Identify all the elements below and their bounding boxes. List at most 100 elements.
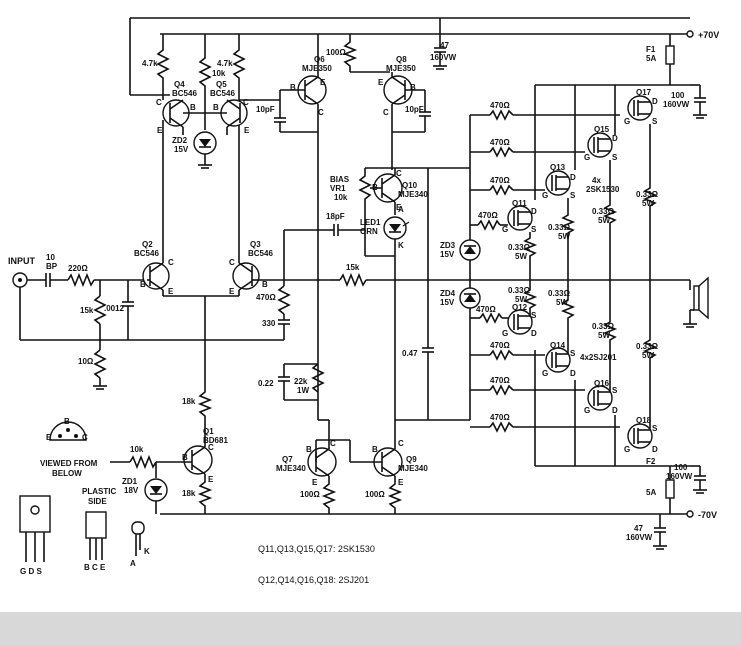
svg-text:100Ω: 100Ω <box>300 490 320 499</box>
svg-text:B: B <box>306 445 312 454</box>
svg-text:470Ω: 470Ω <box>256 293 276 302</box>
bottom-strip <box>0 612 741 645</box>
svg-text:B: B <box>64 417 70 426</box>
transistor-q6: Q6 MJE350 B E C <box>290 55 332 117</box>
svg-text:D: D <box>531 207 537 216</box>
svg-text:E: E <box>208 475 214 484</box>
svg-text:A: A <box>130 559 136 568</box>
bias-trimmer-vr1: BIAS VR1 10k <box>330 168 382 210</box>
svg-text:D: D <box>652 445 658 454</box>
svg-text:C: C <box>243 98 249 107</box>
svg-text:C: C <box>383 108 389 117</box>
svg-text:G: G <box>542 191 548 200</box>
svg-text:15V: 15V <box>440 250 455 259</box>
svg-text:2SK1530: 2SK1530 <box>586 185 620 194</box>
svg-text:Q17: Q17 <box>636 88 652 97</box>
fuse-f1: F1 5A <box>646 34 675 85</box>
svg-text:B: B <box>262 280 268 289</box>
svg-text:D: D <box>612 134 618 143</box>
svg-text:C: C <box>82 433 88 442</box>
svg-text:Q18: Q18 <box>636 416 652 425</box>
svg-text:ZD3: ZD3 <box>440 241 456 250</box>
svg-text:VR1: VR1 <box>330 184 346 193</box>
svg-text:E: E <box>320 78 326 87</box>
svg-text:Q2: Q2 <box>142 240 153 249</box>
svg-text:E: E <box>168 287 174 296</box>
svg-text:Q7: Q7 <box>282 455 293 464</box>
speaker <box>683 276 709 328</box>
to126-pinout: PLASTIC SIDE B C E <box>82 487 116 572</box>
svg-text:MJE350: MJE350 <box>386 64 416 73</box>
svg-text:160VW: 160VW <box>430 53 457 62</box>
svg-text:BD681: BD681 <box>203 436 228 445</box>
svg-text:G D S: G D S <box>20 567 42 576</box>
svg-text:0.22: 0.22 <box>258 379 274 388</box>
transistor-q1: Q1 BD681 B C E <box>182 427 228 484</box>
svg-text:S: S <box>531 225 537 234</box>
gate-resistors-p: 470Ω 470Ω 470Ω 470Ω <box>470 305 620 433</box>
svg-text:Q3: Q3 <box>250 240 261 249</box>
mosfet-q18: Q18 S D G <box>624 416 658 454</box>
svg-text:D: D <box>652 97 658 106</box>
input-capacitor: 10 BP <box>45 253 58 287</box>
mosfet-q16: Q16 S D G <box>584 379 618 415</box>
svg-text:15V: 15V <box>174 145 189 154</box>
svg-text:F1: F1 <box>646 45 656 54</box>
svg-text:15V: 15V <box>440 298 455 307</box>
svg-text:0.33Ω: 0.33Ω <box>548 223 571 232</box>
transistor-q7: Q7 MJE340 B C E <box>276 439 337 487</box>
svg-text:K: K <box>398 241 404 250</box>
svg-text:470Ω: 470Ω <box>490 101 510 110</box>
zener-zd2: ZD2 15V <box>172 113 217 169</box>
svg-text:Q5: Q5 <box>216 80 227 89</box>
to247-pinout: G D S <box>19 495 51 576</box>
svg-text:18k: 18k <box>182 489 196 498</box>
svg-text:10k: 10k <box>130 445 144 454</box>
svg-text:B: B <box>140 280 146 289</box>
svg-text:5A: 5A <box>646 54 656 63</box>
svg-text:K: K <box>144 547 150 556</box>
zener-zd3: ZD3 15V <box>440 239 481 261</box>
svg-text:5W: 5W <box>642 199 654 208</box>
svg-text:E: E <box>157 126 163 135</box>
svg-text:E: E <box>396 203 402 212</box>
transistor-q2: Q2 BC546 B C E <box>134 240 174 296</box>
input-jack: INPUT <box>8 256 36 288</box>
svg-text:4.7k: 4.7k <box>142 59 158 68</box>
zener-zd4: ZD4 15V <box>440 287 481 309</box>
svg-text:G: G <box>584 153 590 162</box>
svg-text:Q13: Q13 <box>550 163 566 172</box>
svg-text:E: E <box>229 287 235 296</box>
svg-text:E: E <box>398 478 404 487</box>
svg-text:0.33Ω: 0.33Ω <box>592 322 615 331</box>
svg-text:470Ω: 470Ω <box>476 305 496 314</box>
svg-text:ZD4: ZD4 <box>440 289 456 298</box>
note-n-channel: Q11,Q13,Q15,Q17: 2SK1530 <box>258 544 375 554</box>
svg-text:S: S <box>531 311 537 320</box>
svg-text:.0012: .0012 <box>104 304 125 313</box>
svg-text:S: S <box>570 349 576 358</box>
mosfet-q17: Q17 D S G <box>624 88 658 126</box>
svg-text:A: A <box>398 205 404 214</box>
svg-text:0.33Ω: 0.33Ω <box>592 207 615 216</box>
capacitor-100-top: 100 160VW <box>663 85 707 119</box>
svg-text:5W: 5W <box>515 252 527 261</box>
svg-text:4.7k: 4.7k <box>217 59 233 68</box>
fuse-f2: F2 5A <box>646 457 675 514</box>
svg-text:E: E <box>378 78 384 87</box>
svg-text:Q4: Q4 <box>174 80 185 89</box>
negative-rail-label: -70V <box>698 510 717 520</box>
svg-text:E: E <box>312 478 318 487</box>
mosfet-q13: Q13 D S G <box>542 163 576 200</box>
svg-text:D: D <box>570 369 576 378</box>
svg-text:160VW: 160VW <box>666 472 693 481</box>
svg-text:C: C <box>208 443 214 452</box>
svg-text:S: S <box>612 153 618 162</box>
svg-text:470Ω: 470Ω <box>490 176 510 185</box>
svg-text:10pF: 10pF <box>256 105 275 114</box>
svg-text:470Ω: 470Ω <box>490 341 510 350</box>
svg-text:ORN: ORN <box>360 227 378 236</box>
svg-text:B: B <box>213 103 219 112</box>
svg-text:470Ω: 470Ω <box>490 413 510 422</box>
